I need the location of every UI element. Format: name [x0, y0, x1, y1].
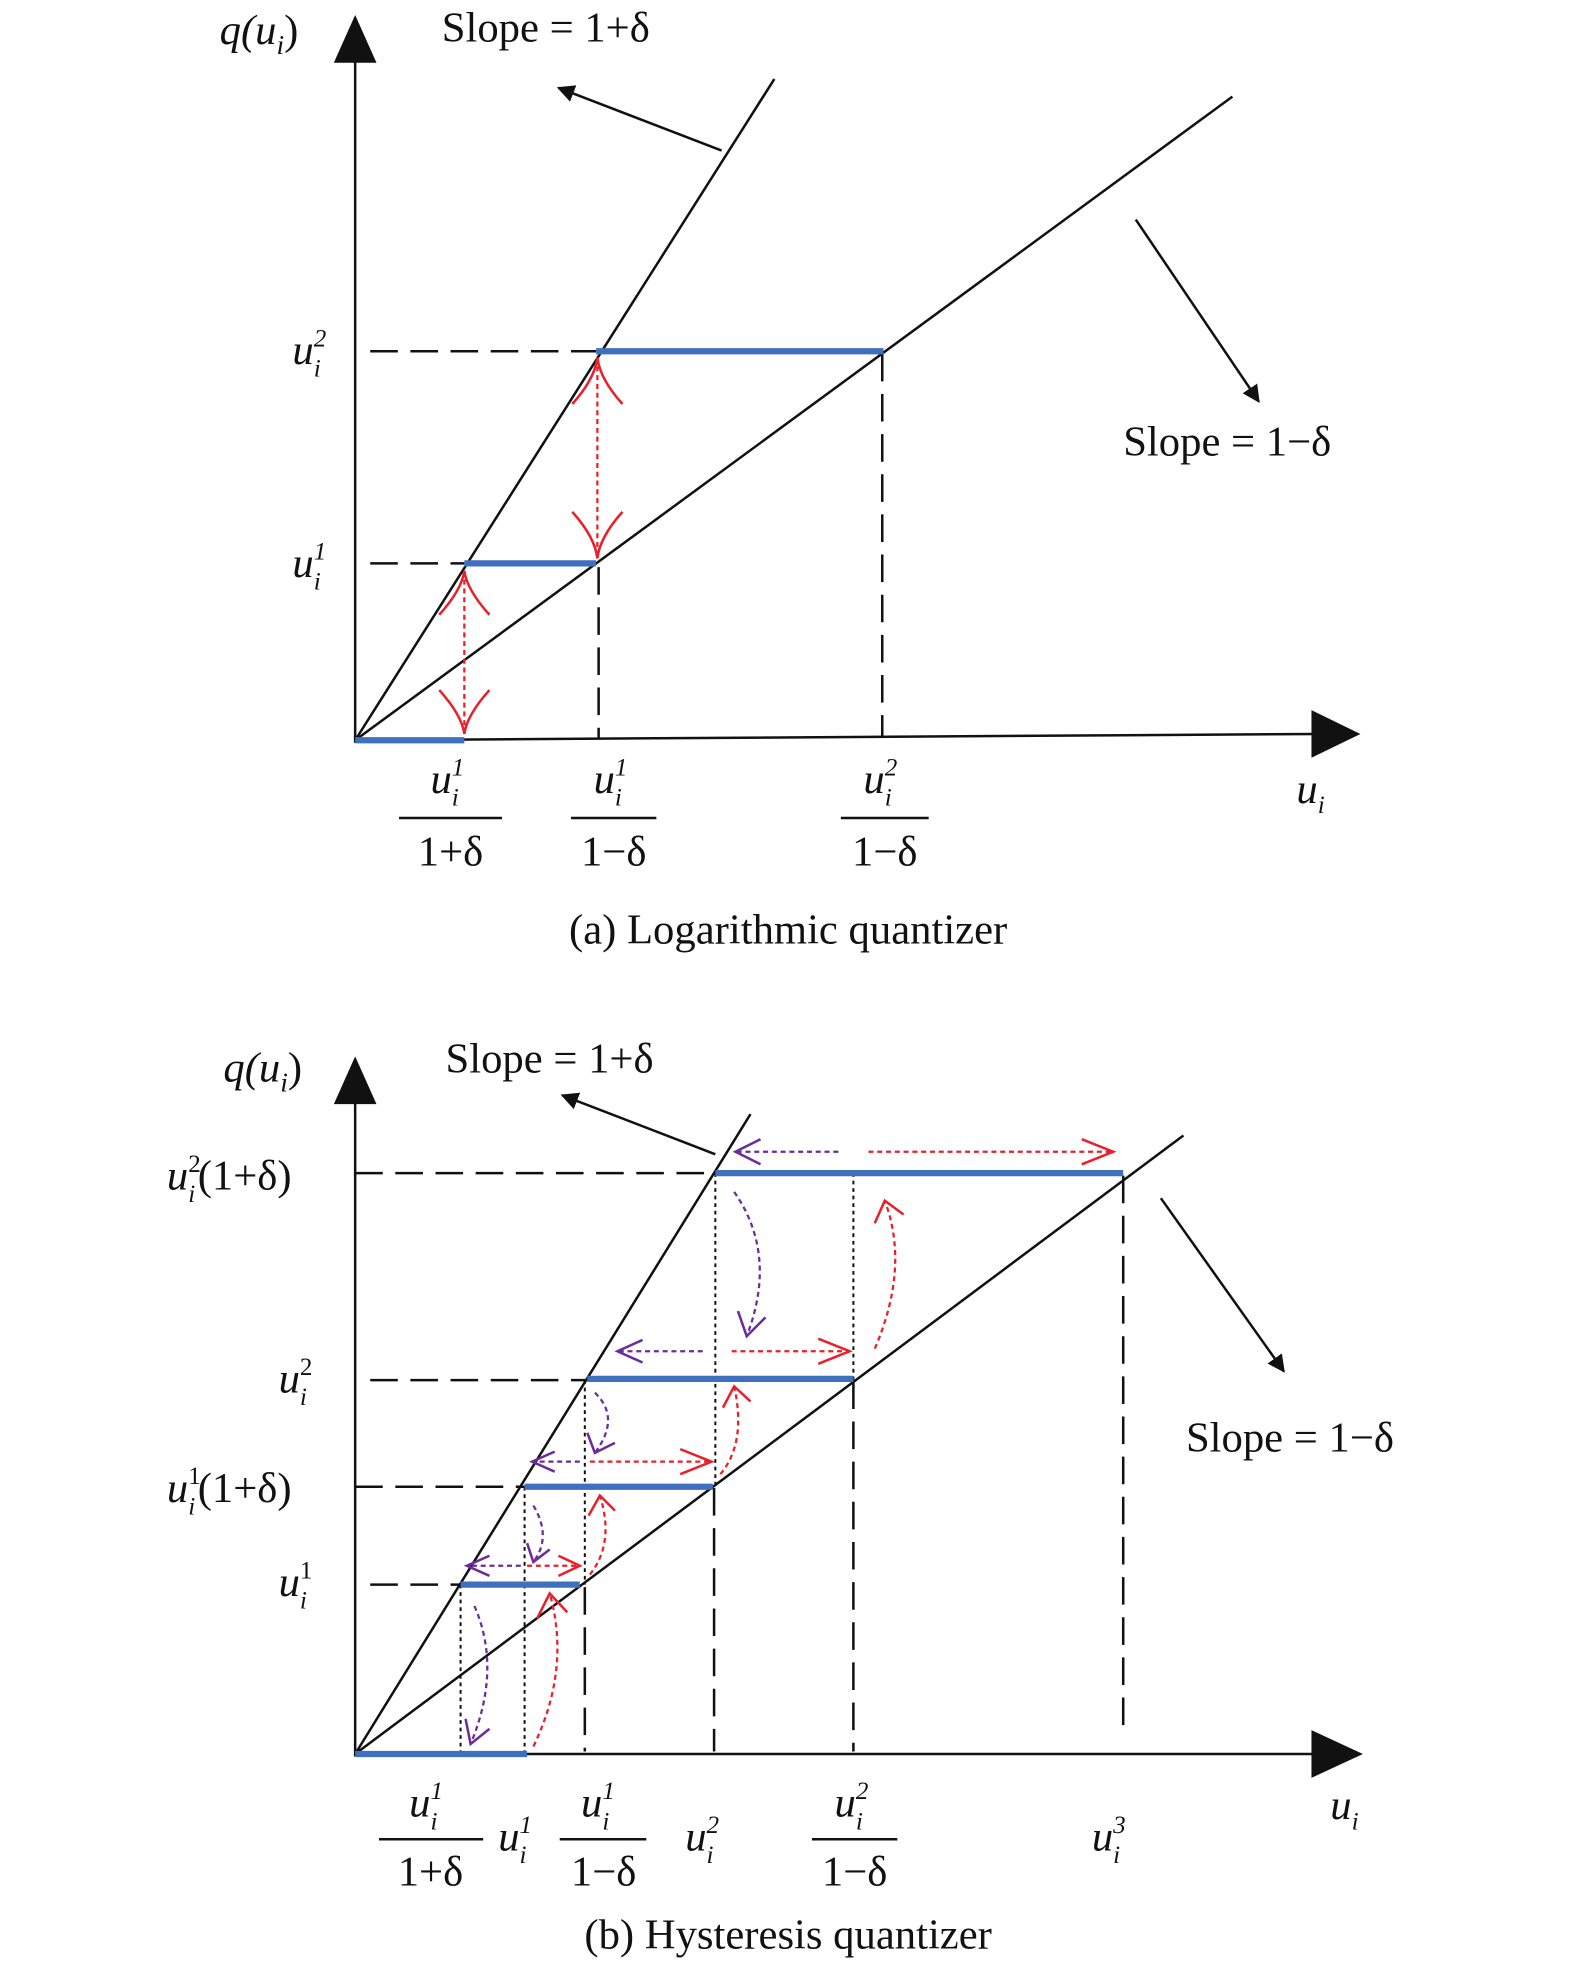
y-axis-label: q(ui): [223, 1045, 302, 1098]
svg-text:u2i: u2i: [835, 1778, 869, 1835]
arrowhead-icon: [571, 357, 624, 559]
slope-lower-pointer: [1134, 218, 1260, 403]
svg-text:1−δ: 1−δ: [822, 1849, 887, 1896]
svg-text:u1i: u1i: [430, 754, 464, 811]
svg-text:1−δ: 1−δ: [581, 829, 646, 876]
x-axis-arrow-icon: [1311, 710, 1361, 758]
arrowhead-icon: [438, 570, 491, 735]
svg-text:1+δ: 1+δ: [418, 829, 483, 876]
y-axis-label: q(ui): [220, 7, 299, 60]
increasing-transitions: [527, 1138, 1117, 1747]
caption-a: (a) Logarithmic quantizer: [569, 906, 1007, 953]
svg-text:1−δ: 1−δ: [852, 829, 917, 876]
svg-text:u1i: u1i: [409, 1778, 443, 1835]
slope-upper-line: [354, 78, 776, 741]
caption-b: (b) Hysteresis quantizer: [584, 1911, 992, 1958]
slope-lower-label: Slope = 1−δ: [1186, 1415, 1394, 1462]
slope-lower-label: Slope = 1−δ: [1123, 418, 1331, 465]
slope-upper-line: [354, 1113, 752, 1755]
y-axis-arrow-icon: [333, 1056, 377, 1105]
slope-upper-label: Slope = 1+δ: [446, 1036, 654, 1083]
svg-text:u1i: u1i: [594, 754, 628, 811]
svg-text:u2i: u2i: [863, 754, 897, 811]
y-axis-arrow-icon: [333, 15, 377, 63]
slope-lower-pointer: [1159, 1197, 1285, 1373]
x-axis: [355, 732, 1318, 742]
slope-upper-label: Slope = 1+δ: [442, 4, 650, 51]
svg-text:u1i: u1i: [581, 1778, 615, 1835]
x-axis-arrow-icon: [1311, 1730, 1363, 1778]
slope-upper-pointer: [560, 1092, 716, 1156]
slope-lower-line: [354, 1134, 1185, 1755]
slope-upper-pointer: [556, 85, 723, 152]
slope-lower-line: [354, 95, 1234, 742]
svg-text:1+δ: 1+δ: [398, 1849, 463, 1896]
x-axis-label: ui: [1296, 766, 1324, 819]
decreasing-transitions: [463, 1138, 839, 1747]
x-axis-label: ui: [1330, 1782, 1358, 1835]
svg-text:1−δ: 1−δ: [571, 1849, 636, 1896]
